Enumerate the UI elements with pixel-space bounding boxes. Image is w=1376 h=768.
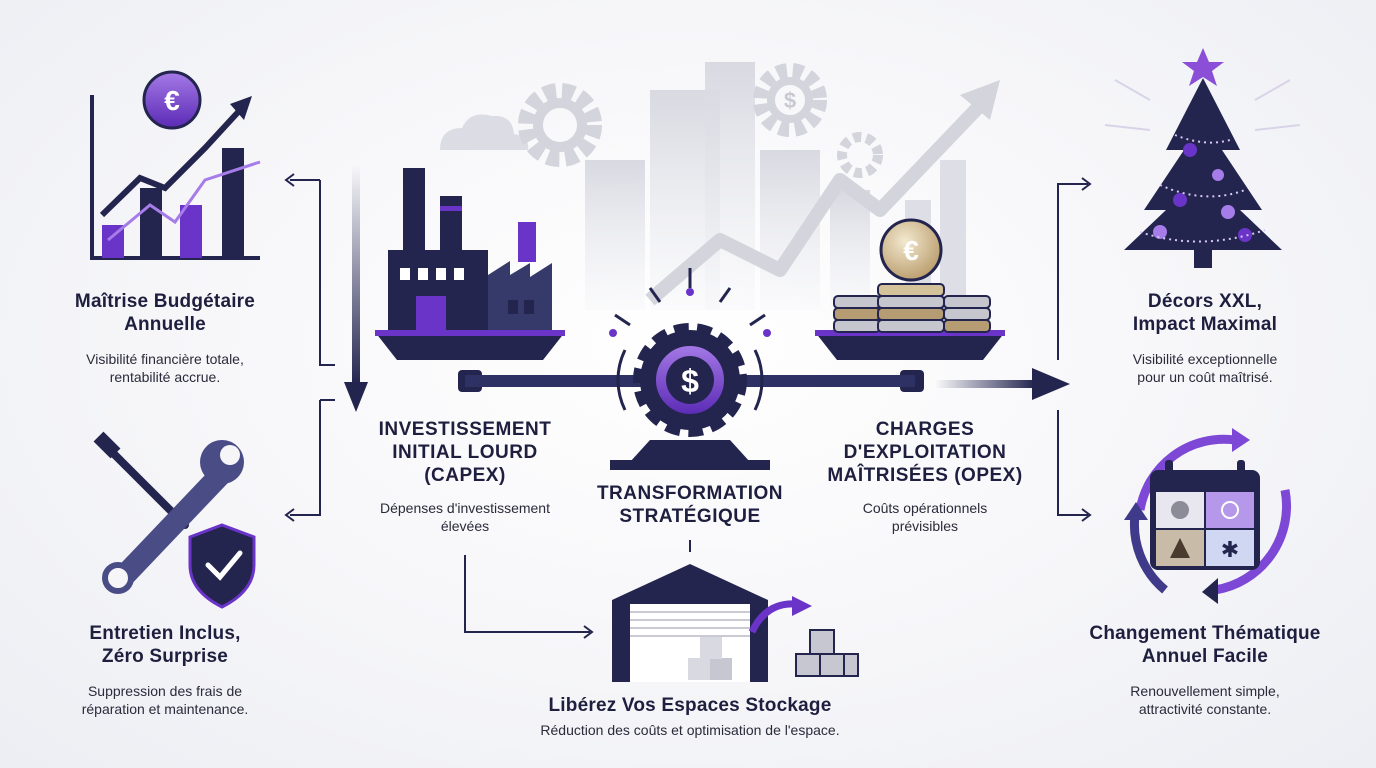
svg-text:€: € [903,235,919,266]
opex-title-line3: MAÎTRISÉES (OPEX) [827,465,1023,486]
theme-title-line1: Changement Thématique [1089,623,1321,644]
theme-desc-line2: attractivité constante. [1138,701,1272,717]
capex-desc-line2: élevées [440,518,490,534]
budget-title-line1: Maîtrise Budgétaire [74,291,256,312]
budget-desc-line2: rentabilité accrue. [109,369,221,385]
down-arrow-head [344,382,368,412]
right-arrow-head [1032,368,1070,400]
transformation-title-line2: STRATÉGIQUE [619,506,761,527]
factory-icon [388,168,552,330]
seasonal-calendar-icon: ✱ [1124,428,1292,604]
budget-section: Maîtrise Budgétaire Annuelle Visibilité … [40,290,290,386]
gear-icon-large [518,83,602,167]
coin-stacks: € [833,218,991,333]
storage-section: Libérez Vos Espaces Stockage Réduction d… [480,694,900,739]
growth-line [645,90,996,306]
growth-arrowhead [960,80,1000,120]
wrench-shield-icon [93,431,256,609]
cloud-shape [440,114,529,150]
right-arrow-shaft [935,380,1035,388]
decor-title-line1: Décors XXL, [1147,291,1263,312]
gear-icon-small [837,132,883,178]
opex-desc-line1: Coûts opérationnels [862,500,988,516]
svg-text:✱: ✱ [1221,538,1239,563]
capex-desc-line1: Dépenses d'investissement [380,500,550,516]
warehouse-icon [612,564,859,682]
left-connectors [290,179,335,516]
gear-dollar-icon: $ [753,63,827,137]
opex-title-line1: CHARGES [875,419,975,440]
maintenance-section: Entretien Inclus, Zéro Surprise Suppress… [40,622,290,718]
left-arrow-bottom [284,508,295,522]
storage-desc: Réduction des coûts et optimisation de l… [540,722,840,738]
svg-text:$: $ [681,363,699,399]
theme-desc-line1: Renouvellement simple, [1130,683,1280,699]
capex-title-line1: INVESTISSEMENT [378,419,552,440]
right-connectors [1057,183,1088,516]
decor-section: Décors XXL, Impact Maximal Visibilité ex… [1080,290,1330,386]
theme-title-line2: Annuel Facile [1141,646,1269,667]
storage-title: Libérez Vos Espaces Stockage [548,695,832,716]
opex-desc-line2: prévisibles [891,518,959,534]
decor-desc-line1: Visibilité exceptionnelle [1132,351,1278,367]
maintenance-title-line1: Entretien Inclus, [89,623,241,644]
left-arrow-top [284,173,295,187]
maintenance-desc-line1: Suppression des frais de [87,683,243,699]
maintenance-title-line2: Zéro Surprise [101,646,229,667]
decor-desc-line2: pour un coût maîtrisé. [1137,369,1273,385]
budget-title-line2: Annuelle [124,314,206,335]
transformation-title-line1: TRANSFORMATION [596,483,784,504]
svg-text:$: $ [784,88,796,113]
central-gear-dollar-icon: $ [609,268,771,552]
down-arrow-shaft [352,165,360,385]
decor-title-line2: Impact Maximal [1132,314,1278,335]
capex-title-line2: INITIAL LOURD [392,442,538,463]
christmas-tree-icon [1104,48,1301,268]
maintenance-desc-line2: réparation et maintenance. [81,701,249,717]
capex-section: INVESTISSEMENT INITIAL LOURD (CAPEX) Dép… [360,418,570,535]
capex-title-line3: (CAPEX) [424,465,506,486]
theme-section: Changement Thématique Annuel Facile Reno… [1055,622,1355,718]
svg-text:€: € [164,85,180,116]
transformation-section: TRANSFORMATION STRATÉGIQUE [575,482,805,528]
storage-connector [464,555,590,633]
opex-section: CHARGES D'EXPLOITATION MAÎTRISÉES (OPEX)… [810,418,1040,535]
opex-title-line2: D'EXPLOITATION [843,442,1007,463]
budget-desc-line1: Visibilité financière totale, [86,351,244,367]
budget-chart-icon: € [90,70,261,260]
